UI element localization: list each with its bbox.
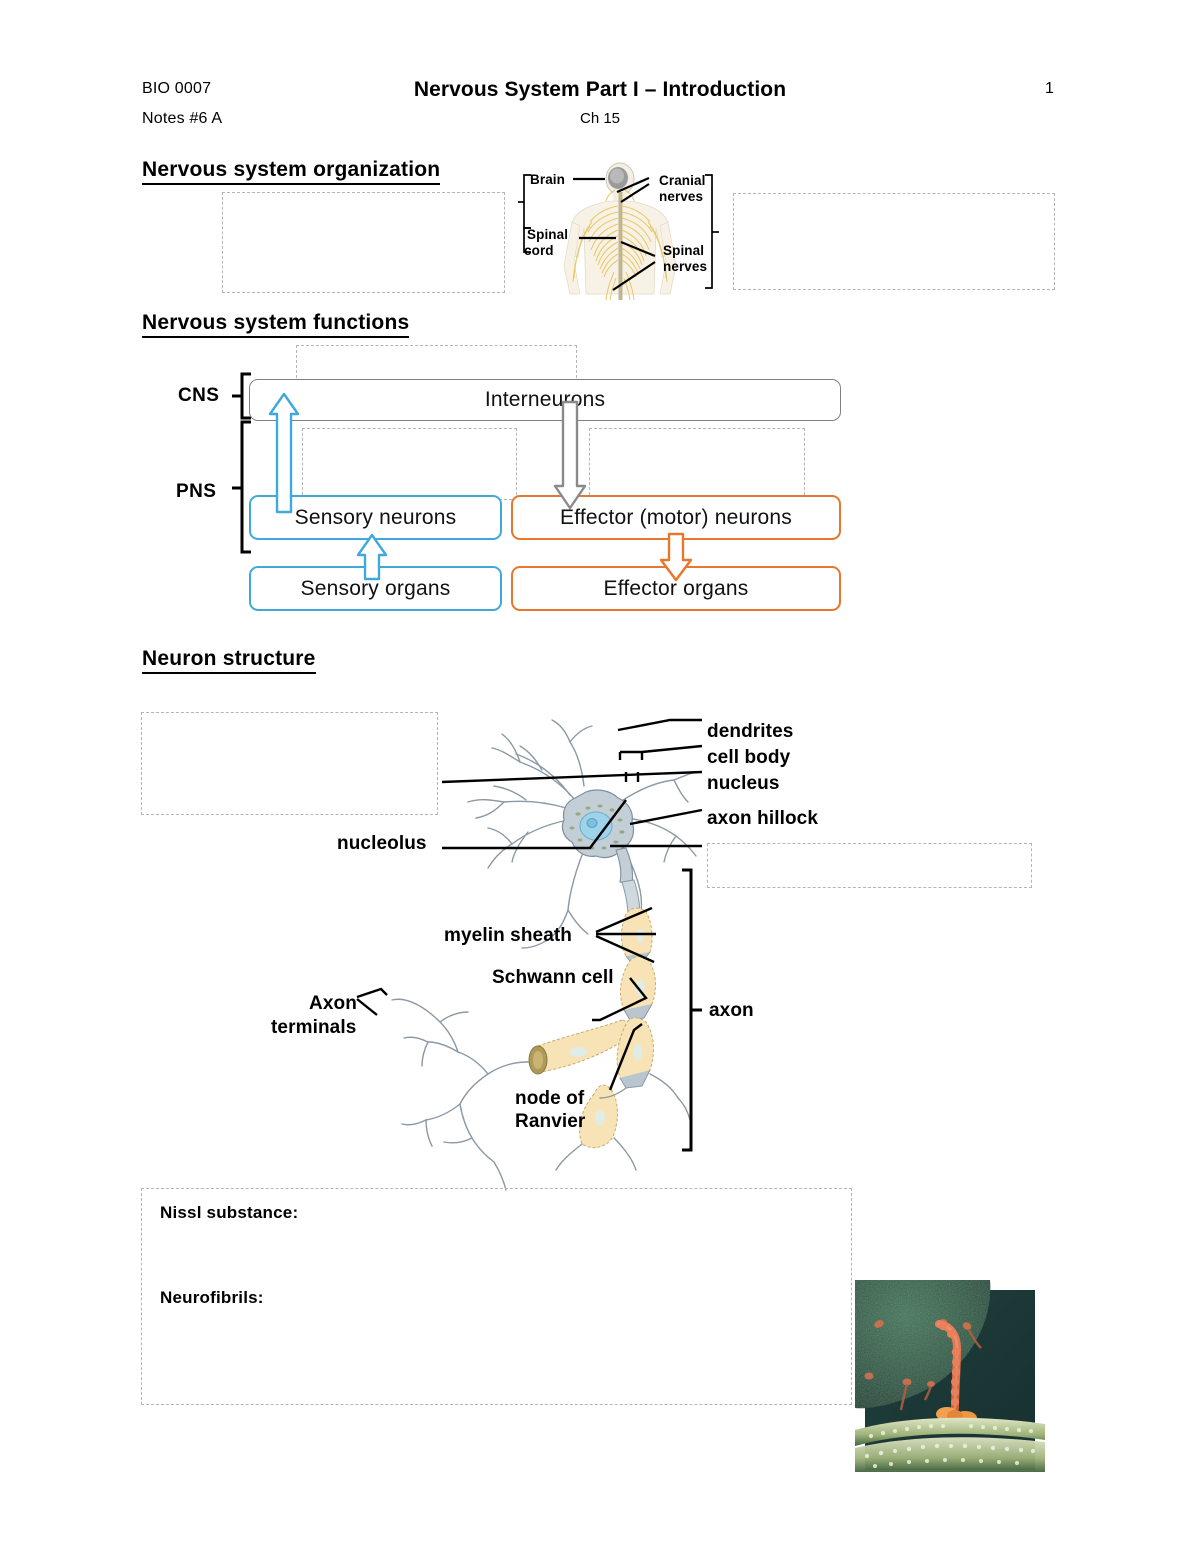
figure-label-spinal-cord-line2: cord (524, 243, 554, 258)
box-effector-neurons-label: Effector (motor) neurons (559, 505, 792, 529)
neuron-label-node-of-ranvier-line2: Ranvier (515, 1111, 586, 1132)
blank-answer-box-nissl-neurofibrils[interactable] (141, 1188, 852, 1405)
heading-nervous-system-functions: Nervous system functions (142, 311, 410, 339)
box-effector-organs-label: Effector organs (603, 576, 749, 600)
figure-label-spinal-nerves-line1: Spinal (663, 243, 705, 258)
arrow-sensory-to-interneurons-icon (265, 392, 305, 514)
blank-answer-box-cns[interactable] (222, 192, 505, 293)
figure-label-spinal-cord-line1: Spinal (527, 227, 569, 242)
blank-answer-box-pns[interactable] (733, 193, 1055, 290)
box-sensory-neurons-label: Sensory neurons (294, 505, 457, 529)
human-nervous-system-figure (510, 162, 730, 302)
prompt-nissl-substance: Nissl substance: (160, 1203, 299, 1222)
arrow-sensory-organs-to-neurons-icon (353, 533, 393, 581)
axon-bracket (678, 866, 722, 1156)
neuron-leader-lines (430, 700, 720, 900)
figure-label-cranial-nerves-line2: nerves (659, 189, 704, 204)
neuron-label-nucleolus: nucleolus (337, 833, 427, 854)
neuron-label-node-of-ranvier-line1: node of (515, 1088, 585, 1109)
neuron-label-axon-terminals-line1: Axon (309, 993, 357, 1014)
neuron-label-dendrites: dendrites (707, 721, 794, 742)
neuron-label-axon-terminals-line2: terminals (271, 1017, 357, 1038)
synapse-electron-micrograph (855, 1280, 1045, 1472)
figure-label-cranial-nerves-line1: Cranial (659, 173, 706, 188)
blank-answer-box-sensory[interactable] (302, 428, 517, 500)
axon-terminals-leader (355, 985, 415, 1035)
neuron-label-myelin-sheath: myelin sheath (444, 925, 573, 946)
blank-answer-box-effector[interactable] (589, 428, 805, 500)
neuron-label-nucleus: nucleus (707, 773, 780, 794)
neuron-label-cell-body: cell body (707, 747, 791, 768)
figure-label-spinal-nerves-line2: nerves (663, 259, 708, 274)
page-title: Nervous System Part I – Introduction (413, 78, 787, 101)
figure-callout-lines (505, 162, 745, 304)
neuron-label-axon-hillock: axon hillock (707, 808, 819, 829)
neuron-diagram: .den { fill:#cfd9e0; stroke:#7d8d99; str… (370, 690, 710, 1191)
box-effector-organs[interactable]: Effector organs (511, 566, 841, 611)
box-sensory-organs-label: Sensory organs (300, 576, 451, 600)
arrow-interneurons-to-effector-icon (549, 400, 591, 510)
figure-label-brain: Brain (530, 172, 566, 187)
course-code: BIO 0007 (142, 80, 212, 97)
prompt-neurofibrils: Neurofibrils: (160, 1288, 264, 1307)
heading-nervous-system-organization: Nervous system organization (142, 158, 441, 186)
neuron-label-schwann-cell: Schwann cell (492, 967, 614, 988)
bracket-label-cns: CNS (178, 385, 220, 406)
blank-answer-box-neuron-left[interactable] (141, 712, 438, 815)
neuron-label-axon: axon (709, 1000, 754, 1021)
arrow-effector-neurons-to-organs-icon (655, 532, 697, 582)
myelin-leader-lines (590, 900, 710, 1091)
cns-pns-brackets (225, 370, 265, 570)
blank-answer-box-neuron-right[interactable] (707, 843, 1032, 888)
page-number: 1 (1045, 80, 1054, 97)
bracket-label-pns: PNS (176, 481, 217, 502)
box-interneurons[interactable]: Interneurons (249, 379, 841, 421)
notes-number: Notes #6 A (142, 110, 223, 127)
heading-neuron-structure: Neuron structure (142, 647, 316, 675)
chapter-label: Ch 15 (579, 110, 621, 127)
